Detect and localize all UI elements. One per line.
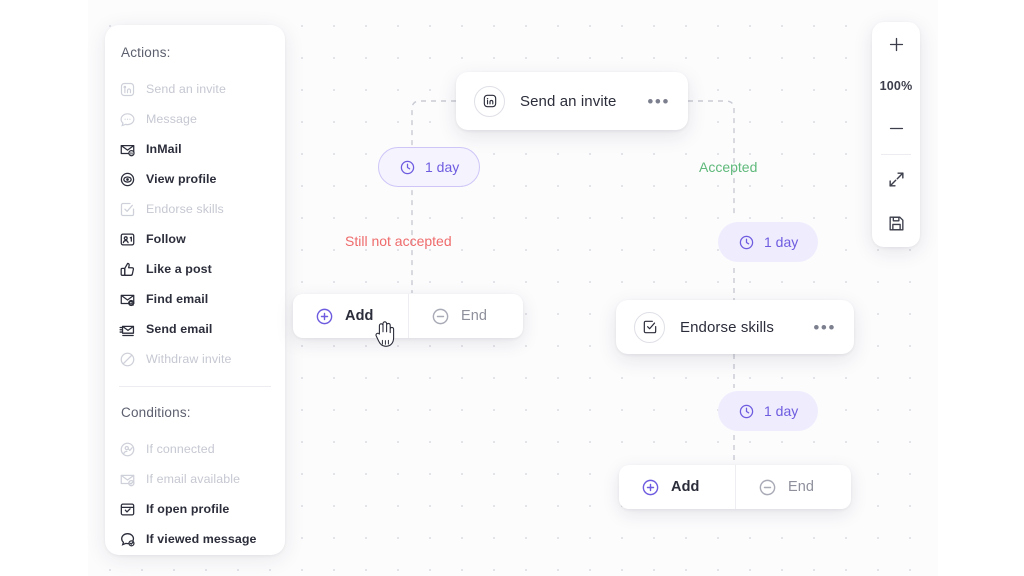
sidebar-item-send-an-invite[interactable]: Send an invite xyxy=(105,74,285,104)
sidebar-item-like-a-post[interactable]: Like a post xyxy=(105,254,285,284)
sidebar-item-label: Withdraw invite xyxy=(146,352,232,366)
delay-label: 1 day xyxy=(764,403,799,419)
inmail-envelope-icon: in xyxy=(119,141,136,158)
delay-label: 1 day xyxy=(764,234,799,250)
thumbs-up-icon xyxy=(119,261,136,278)
end-label: End xyxy=(788,479,815,495)
sidebar-item-label: Endorse skills xyxy=(146,202,224,216)
sidebar-item-find-email[interactable]: Find email xyxy=(105,284,285,314)
fit-screen-button[interactable] xyxy=(872,157,920,201)
sidebar-item-label: If open profile xyxy=(146,502,230,516)
sidebar-item-label: Message xyxy=(146,112,197,126)
branch-label-not-accepted: Still not accepted xyxy=(345,233,452,249)
sidebar-item-label: If email available xyxy=(146,472,241,486)
node-menu-icon[interactable]: ••• xyxy=(813,317,836,337)
delay-pill-left[interactable]: 1 day xyxy=(378,147,481,187)
sidebar-divider xyxy=(119,386,271,387)
sidebar-item-withdraw-invite[interactable]: Withdraw invite xyxy=(105,344,285,374)
sidebar-item-label: Follow xyxy=(146,232,186,246)
minus-circle-icon xyxy=(431,307,450,326)
sidebar-item-label: If viewed message xyxy=(146,532,257,546)
minus-circle-icon xyxy=(758,478,777,497)
sidebar-item-if-open-profile[interactable]: If open profile xyxy=(105,494,285,524)
sidebar-item-send-email[interactable]: Send email xyxy=(105,314,285,344)
node-endorse-skills[interactable]: Endorse skills ••• xyxy=(616,300,854,354)
envelope-check-icon xyxy=(119,471,136,488)
sidebar-item-follow[interactable]: Follow xyxy=(105,224,285,254)
sidebar-item-endorse-skills[interactable]: Endorse skills xyxy=(105,194,285,224)
add-button[interactable]: Add xyxy=(293,294,408,338)
person-badge-icon xyxy=(119,231,136,248)
node-title: Endorse skills xyxy=(680,318,774,336)
zoom-toolbar: 100% xyxy=(872,22,920,247)
end-label: End xyxy=(461,308,488,324)
clock-icon xyxy=(738,234,755,251)
envelope-send-icon xyxy=(119,321,136,338)
end-button[interactable]: End xyxy=(735,465,851,509)
toolbar-divider xyxy=(881,154,911,155)
checkbox-check-icon xyxy=(634,311,665,343)
actions-sidebar: Actions: Send an invite Message in InMai… xyxy=(105,25,285,555)
end-button[interactable]: End xyxy=(408,294,523,338)
save-button[interactable] xyxy=(872,201,920,245)
sidebar-item-message[interactable]: Message xyxy=(105,104,285,134)
plus-circle-icon xyxy=(315,307,334,326)
node-send-an-invite[interactable]: Send an invite ••• xyxy=(456,72,688,130)
add-label: Add xyxy=(671,479,700,495)
node-title: Send an invite xyxy=(520,92,617,110)
sidebar-item-inmail[interactable]: in InMail xyxy=(105,134,285,164)
block-circle-icon xyxy=(119,351,136,368)
add-label: Add xyxy=(345,308,374,324)
delay-label: 1 day xyxy=(425,159,460,175)
zoom-out-minus-icon xyxy=(887,119,906,138)
zoom-level[interactable]: 100% xyxy=(879,79,913,93)
branch-label-accepted: Accepted xyxy=(699,159,758,175)
sidebar-item-label: Find email xyxy=(146,292,209,306)
sidebar-item-label: Like a post xyxy=(146,262,212,276)
sidebar-item-view-profile[interactable]: View profile xyxy=(105,164,285,194)
sidebar-item-label: Send email xyxy=(146,322,213,336)
linkedin-icon xyxy=(119,81,136,98)
sidebar-item-label: InMail xyxy=(146,142,182,156)
eye-icon xyxy=(119,171,136,188)
sidebar-item-if-email-available[interactable]: If email available xyxy=(105,464,285,494)
plus-circle-icon xyxy=(641,478,660,497)
zoom-in-button[interactable] xyxy=(872,22,920,66)
window-check-icon xyxy=(119,501,136,518)
bubble-check-icon xyxy=(119,531,136,548)
node-menu-icon[interactable]: ••• xyxy=(647,91,670,111)
linkedin-icon xyxy=(474,85,505,117)
checkbox-check-icon xyxy=(119,201,136,218)
clock-icon xyxy=(738,403,755,420)
message-bubble-icon xyxy=(119,111,136,128)
svg-text:in: in xyxy=(130,151,134,155)
add-button[interactable]: Add xyxy=(619,465,735,509)
conditions-heading: Conditions: xyxy=(121,405,191,420)
delay-pill-right-top[interactable]: 1 day xyxy=(718,222,819,262)
sidebar-item-if-connected[interactable]: If connected xyxy=(105,434,285,464)
clock-icon xyxy=(399,159,416,176)
zoom-out-button[interactable] xyxy=(872,106,920,150)
add-end-bar-left: Add End xyxy=(293,294,523,338)
zoom-in-plus-icon xyxy=(887,35,906,54)
sidebar-item-label: View profile xyxy=(146,172,217,186)
envelope-search-icon xyxy=(119,291,136,308)
fit-screen-icon xyxy=(887,170,906,189)
sidebar-item-if-viewed-message[interactable]: If viewed message xyxy=(105,524,285,554)
sidebar-item-label: Send an invite xyxy=(146,82,226,96)
add-end-bar-bottom: Add End xyxy=(619,465,851,509)
mouse-cursor-pointer xyxy=(372,320,398,350)
person-check-icon xyxy=(119,441,136,458)
save-floppy-icon xyxy=(887,214,906,233)
sidebar-item-label: If connected xyxy=(146,442,215,456)
delay-pill-right-bottom[interactable]: 1 day xyxy=(718,391,819,431)
actions-heading: Actions: xyxy=(121,45,171,60)
